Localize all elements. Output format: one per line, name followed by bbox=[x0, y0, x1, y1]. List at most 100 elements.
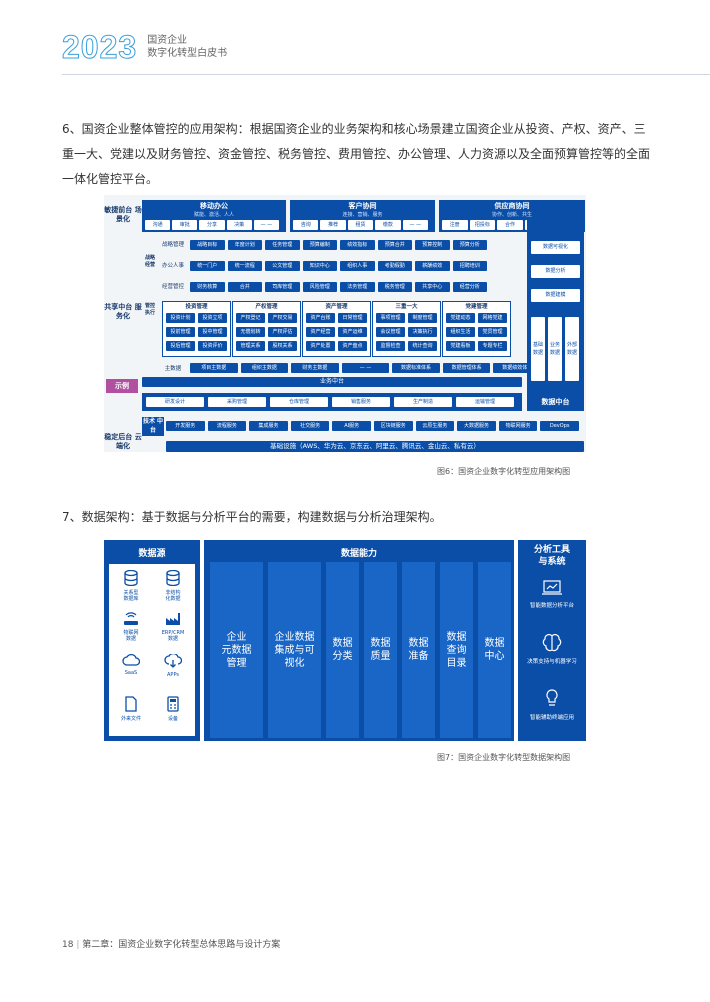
front-panel-title: 供应商协同 bbox=[494, 202, 530, 210]
master-data-item: 数据绩效体系 bbox=[493, 363, 541, 373]
data-source-item: APPs bbox=[153, 652, 193, 678]
data-source-item: 物联网 数据 bbox=[111, 612, 151, 642]
management-item: 管理关系 bbox=[236, 341, 265, 351]
front-item: 咨询 bbox=[293, 220, 319, 230]
strategy-side-label: 战略 经营 bbox=[144, 255, 155, 268]
database-icon bbox=[111, 569, 151, 588]
data-capability-column: 数据 准备 bbox=[402, 562, 435, 738]
paragraph-6: 6、国资企业整体管控的应用架构：根据国资企业的业务架构和核心场景建立国资企业从投… bbox=[62, 122, 651, 186]
cloud-download-icon bbox=[153, 652, 193, 670]
front-panel-subtitle: 赋能、激活、人人 bbox=[193, 212, 234, 218]
row-item: 招聘培训 bbox=[452, 261, 487, 271]
front-panel-title: 移动办公 bbox=[200, 202, 228, 210]
master-data-item: 组织主数据 bbox=[240, 363, 289, 373]
calculator-icon bbox=[153, 696, 193, 714]
data-source-label: ERP/CRM 数据 bbox=[161, 630, 185, 642]
tech-service-item: 大数据服务 bbox=[457, 421, 496, 431]
figure-6-caption: 图6：国资企业数字化转型应用架构图 bbox=[437, 467, 571, 476]
row-item: 统一流程 bbox=[227, 261, 262, 271]
data-source-label: 外来文件 bbox=[120, 716, 141, 722]
data-center-item: 数据建模 bbox=[531, 289, 580, 302]
row-item: 统一门户 bbox=[190, 261, 225, 271]
management-item: 网格党建 bbox=[478, 313, 507, 323]
data-capability-column: 数据 中心 bbox=[478, 562, 511, 738]
row-item: 法务管理 bbox=[340, 282, 375, 292]
row-label: 经营管控 bbox=[161, 284, 184, 290]
management-item: 产权登记 bbox=[236, 313, 265, 323]
row-item: 预算编制 bbox=[302, 240, 337, 250]
management-item: 资产盘点 bbox=[338, 341, 367, 351]
analysis-tool-label: 决策支持与机器学习 bbox=[527, 659, 577, 665]
example-item: 仓库管理 bbox=[270, 397, 328, 407]
management-item: 投后管理 bbox=[166, 341, 195, 351]
front-item: 注册 bbox=[442, 220, 468, 230]
example-item: 采购管理 bbox=[208, 397, 266, 407]
management-item: 决策执行 bbox=[408, 327, 437, 337]
row-item: 合并 bbox=[227, 282, 262, 292]
tech-service-item: 开发服务 bbox=[166, 421, 205, 431]
row-item: 预算分析 bbox=[452, 240, 487, 250]
manage-side-label: 管控 执行 bbox=[144, 303, 155, 316]
analysis-tool-item: 智能辅助终端应用 bbox=[518, 688, 586, 721]
front-panel-subtitle: 协作、创新、共生 bbox=[491, 212, 532, 218]
row-label: 战略管理 bbox=[161, 242, 184, 248]
row-item: 任务管理 bbox=[265, 240, 300, 250]
laptop-chart-icon bbox=[518, 580, 586, 598]
management-item: 组织生活 bbox=[446, 327, 475, 337]
row-item: 共享中心 bbox=[415, 282, 450, 292]
page-footer: 18 | 第二章：国资企业数字化转型总体思路与设计方案 bbox=[62, 937, 280, 950]
front-item: 沟通 bbox=[145, 220, 171, 230]
management-group-title: 投资管理 bbox=[185, 304, 208, 310]
master-data-item: 财务主数据 bbox=[291, 363, 339, 373]
front-item: 租赁 bbox=[347, 220, 374, 230]
row-item: 战略目标 bbox=[190, 240, 225, 250]
row-item: 预算控制 bbox=[415, 240, 450, 250]
front-layer-label: 敏捷前台 场景化 bbox=[104, 206, 142, 223]
data-source-item: 外来文件 bbox=[111, 696, 151, 722]
data-capability-title: 数据能力 bbox=[340, 549, 377, 559]
front-item: 决策 bbox=[226, 220, 252, 230]
management-item: 党建看板 bbox=[446, 341, 475, 351]
management-item: 产权交易 bbox=[268, 313, 297, 323]
management-item: 投资评价 bbox=[198, 341, 227, 351]
master-data-item: 数据标准体系 bbox=[392, 363, 440, 373]
tech-service-item: 流程服务 bbox=[207, 421, 247, 431]
header-divider bbox=[62, 74, 710, 75]
management-item: 党员管理 bbox=[478, 327, 507, 337]
analysis-tools-title: 分析工具 与系统 bbox=[533, 545, 570, 567]
tech-service-item: AI服务 bbox=[332, 421, 371, 431]
row-item: 财务核算 bbox=[190, 282, 225, 292]
row-item: 司库管理 bbox=[265, 282, 300, 292]
data-capability-panel: 数据能力企业 元数据 管理企业数据 集成与可 视化数据 分类数据 质量数据 准备… bbox=[204, 540, 514, 741]
management-item: 投资计划 bbox=[166, 313, 195, 323]
data-source-item: 关系型 数据库 bbox=[111, 569, 151, 602]
data-source-item: 设备 bbox=[153, 696, 193, 722]
front-item: — — bbox=[402, 220, 428, 230]
front-item: 分享 bbox=[199, 220, 225, 230]
tech-service-item: DevOps bbox=[540, 421, 579, 431]
row-item: 考勤假勤 bbox=[377, 261, 412, 271]
back-layer-label: 稳定后台 云端化 bbox=[104, 433, 142, 450]
header-line-2: 数字化转型白皮书 bbox=[147, 48, 228, 59]
management-item: 党建动态 bbox=[446, 313, 475, 323]
page-header: 2023 国资企业 数字化转型白皮书 bbox=[61, 30, 228, 65]
analysis-tools-panel: 分析工具 与系统智能数据分析平台决策支持与机器学习智能辅助终端应用 bbox=[518, 540, 586, 741]
data-capability-column: 数据 质量 bbox=[364, 562, 397, 738]
figure-7-caption: 图7：国资企业数字化转型数据架构图 bbox=[437, 753, 571, 762]
master-data-item: 数据管理体系 bbox=[442, 363, 491, 373]
brain-icon bbox=[518, 634, 586, 654]
paragraph-7: 7、数据架构：基于数据与分析平台的需要，构建数据与分析治理架构。 bbox=[62, 510, 442, 524]
front-panel: 客户协同连接、营销、服务咨询推荐租赁缴款— — bbox=[290, 200, 435, 232]
tech-service-item: 区块链服务 bbox=[374, 421, 413, 431]
master-data-label: 主数据 bbox=[164, 366, 182, 372]
analysis-tool-item: 智能数据分析平台 bbox=[518, 580, 586, 609]
row-item: 经营分析 bbox=[452, 282, 487, 292]
analysis-tool-item: 决策支持与机器学习 bbox=[518, 634, 586, 665]
master-data-item: — — bbox=[341, 363, 390, 373]
management-item: 无偿划转 bbox=[236, 327, 265, 337]
management-item: 事项管理 bbox=[376, 313, 405, 323]
management-item: 专题专栏 bbox=[478, 341, 507, 351]
front-panel-title: 客户协同 bbox=[348, 202, 377, 210]
